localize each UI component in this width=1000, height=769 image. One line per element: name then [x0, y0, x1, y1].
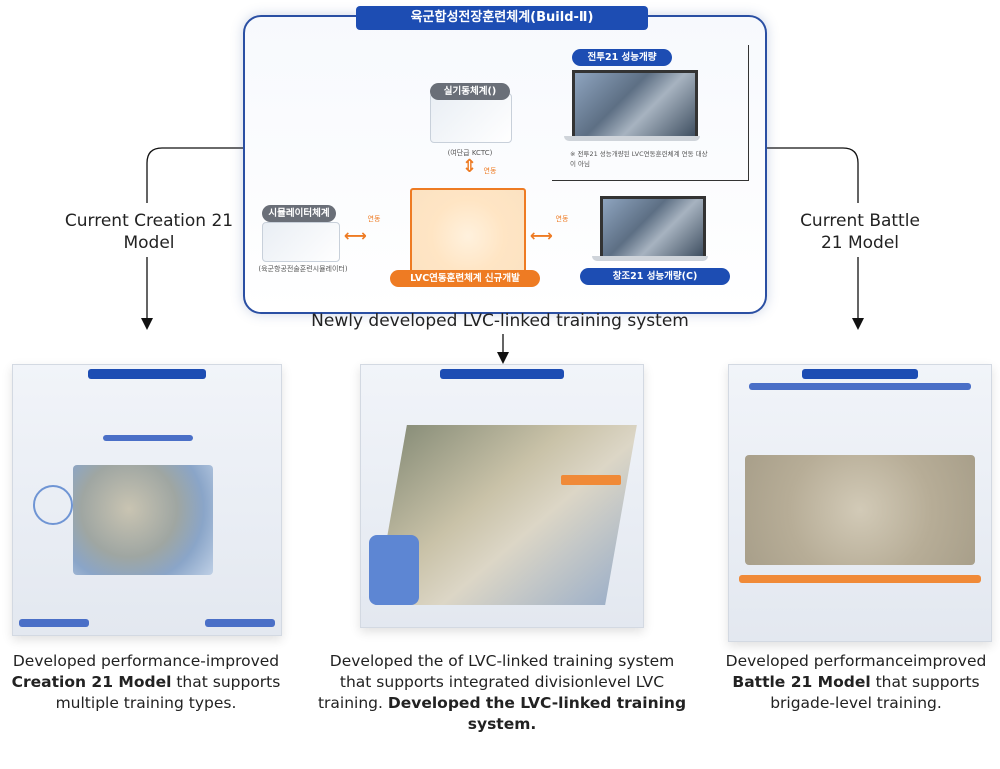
battle21-pill: 전투21 성능개량	[572, 49, 672, 66]
left-caption-bold: Creation 21 Model	[11, 673, 172, 691]
battle21-laptop-base	[564, 136, 700, 141]
link-label-up: 연동	[483, 167, 497, 175]
right-caption-post: that supports brigade-level training.	[770, 673, 980, 712]
battle21-poster	[728, 364, 992, 642]
right-caption-bold: Battle 21 Model	[732, 673, 871, 691]
battle21-laptop-screen	[572, 70, 698, 140]
poster-header	[88, 369, 206, 379]
simulator-system-image	[262, 222, 340, 262]
poster-map	[73, 465, 213, 575]
link-arrow-up: ⇕	[462, 156, 478, 177]
creation21-poster	[12, 364, 282, 636]
poster-orange-bar	[739, 575, 981, 583]
link-label-left: 연동	[367, 215, 381, 223]
field-system-caption: (여단급 KCTC)	[447, 149, 493, 157]
battle21-note: ※ 전투21 성능개량된 LVC연동훈련체계 연동 대상이 아님	[570, 150, 708, 168]
right-label: Current Battle 21 Model	[800, 211, 920, 253]
left-caption-post: that supports multiple training types.	[55, 673, 281, 712]
center-caption-bold: Developed the LVC-linked training system…	[387, 694, 687, 733]
field-system-image	[430, 93, 512, 143]
poster-header	[439, 369, 565, 379]
poster-section-bar	[749, 383, 971, 390]
lvc-system-diagram	[410, 188, 526, 276]
link-arrow-right: ⟷	[530, 226, 553, 245]
center-caption: Developed the of LVC-linked training sys…	[316, 651, 688, 735]
poster-tag	[561, 475, 621, 485]
poster-globe	[33, 485, 73, 525]
link-label-right: 연동	[555, 215, 569, 223]
link-arrow-left: ⟷	[344, 226, 367, 245]
simulator-system-pill: 시뮬레이터체계	[262, 205, 336, 222]
center-label: Newly developed LVC-linked training syst…	[311, 311, 689, 331]
poster-section-bar	[103, 435, 193, 441]
poster-korea-map	[369, 535, 419, 605]
right-caption: Developed performanceimproved Battle 21 …	[712, 651, 1000, 714]
lvc-system-pill: LVC연동훈련체계 신규개발	[390, 270, 540, 287]
creation21-pill: 창조21 성능개량(C)	[580, 268, 730, 285]
field-system-pill: 실기동체계()	[430, 83, 510, 100]
lvc-poster	[360, 364, 644, 628]
left-caption-pre: Developed performance-improved	[12, 652, 280, 670]
poster-map	[745, 455, 975, 565]
center-caption-pre: Developed the of LVC-linked training sys…	[317, 652, 675, 712]
poster-footer-bar	[19, 619, 89, 627]
battle21-box	[552, 45, 749, 181]
poster-header	[802, 369, 918, 379]
left-caption: Developed performance-improved Creation …	[0, 651, 292, 714]
creation21-laptop-screen	[600, 196, 706, 260]
left-label: Current Creation 21 Model	[64, 211, 234, 253]
diagram-title-banner: 육군합성전장훈련체계(Build-Ⅱ)	[356, 6, 648, 30]
right-caption-pre: Developed performanceimproved	[725, 652, 987, 670]
simulator-system-caption: (육군항공전술훈련시뮬레이터)	[258, 265, 348, 273]
creation21-laptop-base	[592, 256, 708, 261]
poster-footer-bar	[205, 619, 275, 627]
